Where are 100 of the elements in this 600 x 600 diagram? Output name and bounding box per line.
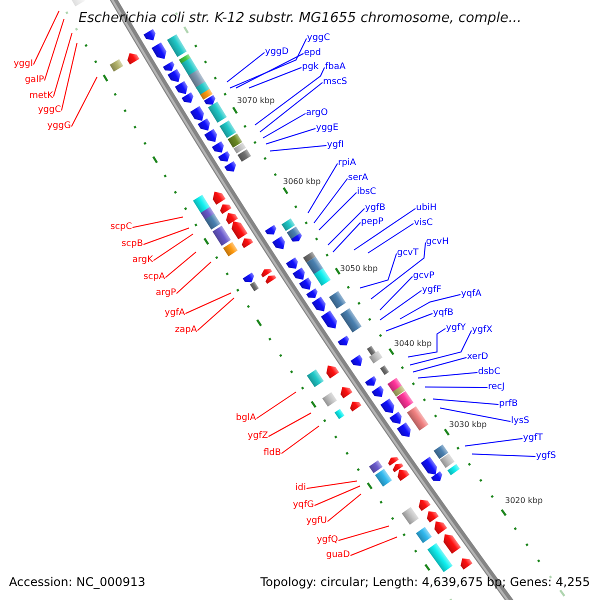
leader-line: [332, 222, 361, 252]
gene-label: fbaA: [325, 62, 346, 73]
leader-line: [380, 276, 413, 310]
leader-line: [53, 32, 72, 97]
gene-label: yqfB: [433, 308, 454, 319]
leader-line: [328, 208, 365, 246]
leader-line: [44, 18, 64, 81]
gene-label: yggC: [38, 105, 61, 116]
leader-line: [153, 234, 194, 261]
leader-line: [262, 113, 306, 138]
gene-label: ibsC: [357, 187, 376, 198]
leader-line: [368, 223, 414, 254]
gene-label: idi: [295, 483, 306, 494]
leader-line: [281, 426, 320, 454]
gene-label: bglA: [236, 413, 256, 424]
gene-label: ygfT: [523, 433, 543, 444]
leader-line: [318, 192, 357, 230]
gene-label: yggG: [47, 121, 71, 132]
leader-line: [268, 412, 312, 437]
leader-line: [226, 52, 265, 82]
gene-label: ygfU: [306, 516, 327, 527]
gene-label: metK: [29, 91, 53, 102]
leader-line: [464, 438, 523, 446]
leader-line: [418, 372, 478, 378]
leader-line: [143, 228, 190, 245]
leader-line: [165, 252, 196, 278]
leader-line: [354, 208, 416, 250]
leader-line: [472, 454, 536, 457]
leader-line: [350, 536, 398, 556]
leader-line: [185, 292, 232, 314]
leader-line: [260, 82, 323, 132]
leader-line: [308, 163, 338, 214]
scale-label: 3030 kbp: [449, 420, 487, 430]
gene-label: argP: [156, 288, 176, 299]
map-title: Escherichia coli str. K-12 substr. MG1655 chromosome, comple...: [78, 10, 522, 26]
gene-label: prfB: [499, 399, 518, 410]
leader-line: [360, 253, 397, 288]
gene-label: mscS: [323, 77, 348, 88]
leader-line: [230, 38, 307, 88]
leader-line: [408, 328, 446, 358]
leader-line: [256, 392, 296, 419]
leader-line: [33, 10, 60, 65]
gene-label: ygfZ: [248, 431, 268, 442]
leader-line: [306, 480, 358, 489]
gene-label: fldB: [263, 448, 281, 459]
leader-line: [370, 242, 426, 300]
accession-text: Accession: NC_000913: [9, 575, 146, 589]
leader-line: [266, 128, 316, 144]
scale-label: 3020 kbp: [505, 496, 543, 506]
gene-label: lysS: [511, 416, 530, 427]
gene-label: yqfG: [292, 500, 314, 511]
gene-label: pgk: [302, 62, 319, 73]
gene-label: visC: [414, 218, 433, 229]
gene-label: serA: [348, 173, 368, 184]
gene-label: scpA: [143, 272, 165, 283]
gene-label: argO: [306, 108, 328, 119]
gene-label: argK: [132, 255, 153, 266]
gene-label: zapA: [174, 325, 197, 336]
leader-line: [71, 76, 98, 127]
gene-label: yqfA: [461, 289, 482, 300]
leader-line: [380, 290, 422, 320]
gene-label: ubiH: [416, 203, 437, 214]
gene-label: scpC: [110, 222, 132, 233]
leader-line: [440, 408, 511, 422]
gene-label: rpiA: [338, 158, 356, 169]
gene-label: guaD: [326, 550, 350, 561]
leader-line: [176, 262, 212, 294]
scale-label: 3040 kbp: [394, 339, 432, 349]
genome-summary: Topology: circular; Length: 4,639,675 bp; Genes: 4,255: [260, 575, 590, 589]
leader-line: [400, 294, 461, 320]
leader-line: [338, 526, 390, 541]
gene-label: recJ: [488, 382, 505, 393]
leader-line: [327, 494, 362, 522]
leader-line: [412, 357, 467, 372]
leader-line: [314, 178, 348, 224]
gene-label: ygfX: [472, 325, 492, 336]
gene-label: yggI: [14, 59, 33, 70]
gene-label: yggD: [265, 47, 289, 58]
leader-line: [254, 67, 325, 126]
gene-label: yggC: [307, 33, 330, 44]
gene-label: scpB: [121, 239, 143, 250]
scale-label: 3060 kbp: [283, 177, 321, 187]
leader-line: [314, 486, 360, 506]
gene-label: xerD: [467, 352, 488, 363]
gene-label: dsbC: [478, 367, 500, 378]
scale-label: 3070 kbp: [237, 96, 275, 106]
leader-line: [132, 216, 184, 228]
gene-label: ygfI: [327, 140, 344, 151]
gene-label: ygfA: [164, 308, 185, 319]
gene-label: gcvH: [426, 237, 449, 248]
leader-line: [386, 313, 433, 332]
gene-label: ygfQ: [316, 535, 338, 546]
leader-line: [424, 386, 488, 388]
gene-label: pepP: [361, 217, 384, 228]
leader-line: [248, 67, 302, 88]
gene-label: ygfB: [365, 203, 386, 214]
gene-label: epd: [304, 48, 321, 59]
gene-label: gcvT: [397, 248, 418, 259]
gene-label: ygfS: [536, 451, 556, 462]
gene-label: ygfY: [446, 323, 466, 334]
